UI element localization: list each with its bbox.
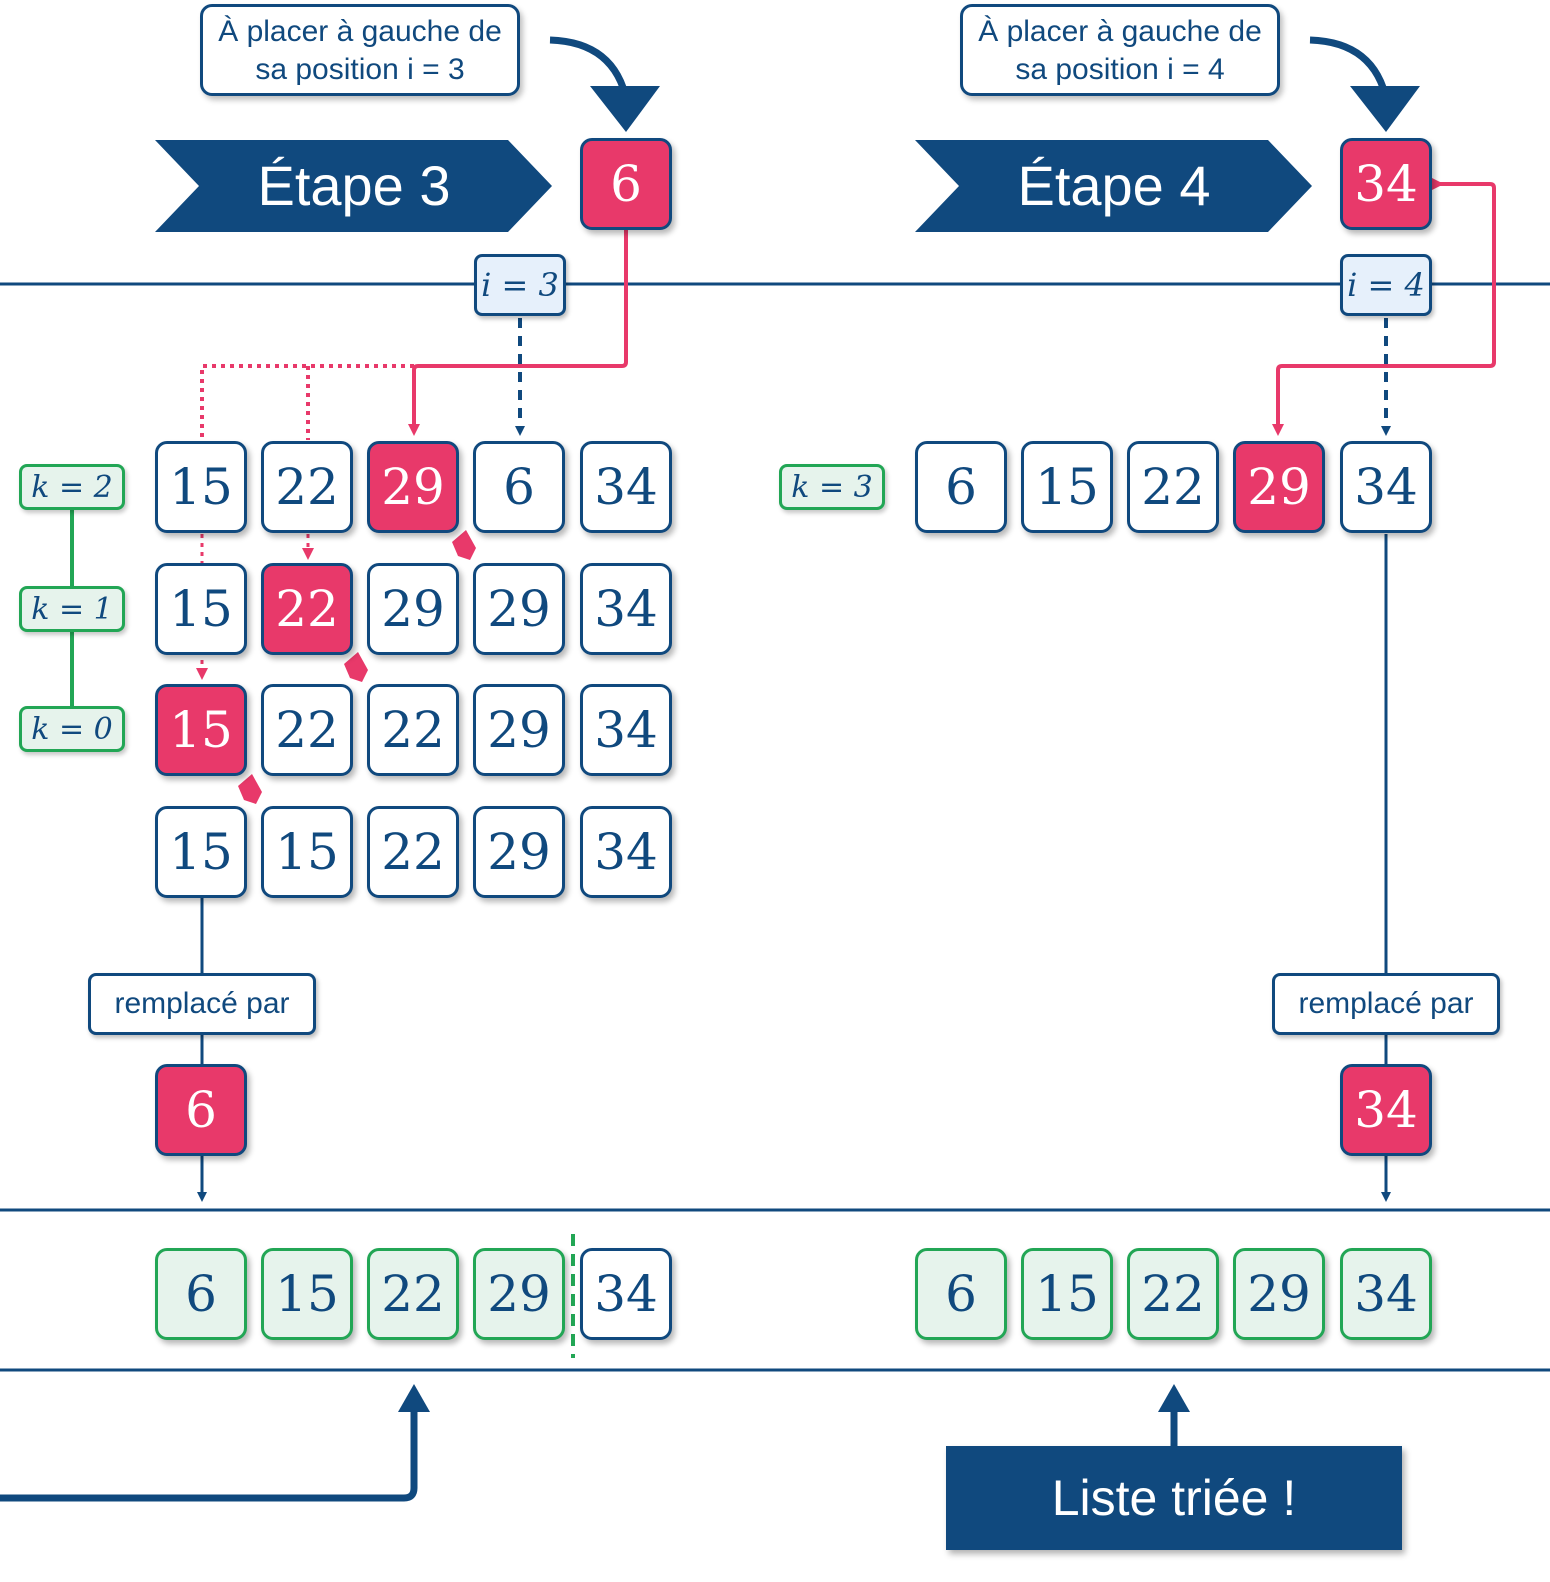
step3-result-cell3: 29 [473,1248,565,1340]
step3-callout: À placer à gauche de sa position i = 3 [200,4,520,96]
step3-row1-cell3: 29 [473,563,565,655]
step4-result-cell1: 15 [1021,1248,1113,1340]
step4-replaced-label: remplacé par [1272,973,1500,1035]
step3-callout-line1: À placer à gauche de [218,15,502,48]
k-label-1: k = 1 [19,586,125,632]
step4-banner-shape [915,140,1312,232]
step3-row3-cell3: 29 [473,806,565,898]
step3-row1-cell1: 22 [261,563,353,655]
step3-replacement-value: 6 [155,1064,247,1156]
step3-key-value: 6 [580,138,672,230]
step4-result-cell0: 6 [915,1248,1007,1340]
step4-callout-line1: À placer à gauche de [978,15,1262,48]
step4-row-cell3: 29 [1233,441,1325,533]
step3-result-cell1: 15 [261,1248,353,1340]
step3-row0-cell4: 34 [580,441,672,533]
shift-marker-1 [452,530,476,560]
step4-row-cell1: 15 [1021,441,1113,533]
step4-replacement-value: 34 [1340,1064,1432,1156]
step3-row0-cell1: 22 [261,441,353,533]
k-label-0: k = 0 [19,706,125,752]
step3-result-cell2: 22 [367,1248,459,1340]
step3-row1-cell0: 15 [155,563,247,655]
step3-row2-cell4: 34 [580,684,672,776]
shift-marker-3 [238,774,262,804]
step3-row0-cell2: 29 [367,441,459,533]
step3-row1-cell4: 34 [580,563,672,655]
step4-row-cell2: 22 [1127,441,1219,533]
step3-row1-cell2: 29 [367,563,459,655]
step3-title: Étape 3 [257,154,451,217]
step3-result-cell4: 34 [580,1248,672,1340]
step4-row-cell4: 34 [1340,441,1432,533]
step3-row3-cell0: 15 [155,806,247,898]
step3-row3-cell4: 34 [580,806,672,898]
step4-key-value: 34 [1340,138,1432,230]
step3-i-label: i = 3 [474,254,566,316]
step3-banner-shape [155,140,552,232]
step3-row3-cell2: 22 [367,806,459,898]
k-label-2: k = 2 [19,464,125,510]
final-sorted-banner: Liste triée ! [946,1446,1402,1550]
step3-replaced-label: remplacé par [88,973,316,1035]
step4-callout-line2: sa position i = 4 [1015,53,1225,86]
step4-title: Étape 4 [1017,154,1211,217]
step3-row2-cell0: 15 [155,684,247,776]
step3-row0-cell0: 15 [155,441,247,533]
step4-callout: À placer à gauche de sa position i = 4 [960,4,1280,96]
shift-marker-2 [344,652,368,682]
step3-row2-cell3: 29 [473,684,565,776]
step3-row0-cell3: 6 [473,441,565,533]
k-label-3: k = 3 [779,464,885,510]
step3-row3-cell1: 15 [261,806,353,898]
step4-row-cell0: 6 [915,441,1007,533]
step4-result-cell3: 29 [1233,1248,1325,1340]
step4-result-cell4: 34 [1340,1248,1432,1340]
step4-i-label: i = 4 [1340,254,1432,316]
step3-result-cell0: 6 [155,1248,247,1340]
step4-result-cell2: 22 [1127,1248,1219,1340]
step3-row2-cell1: 22 [261,684,353,776]
step3-row2-cell2: 22 [367,684,459,776]
step3-callout-line2: sa position i = 3 [255,53,465,86]
